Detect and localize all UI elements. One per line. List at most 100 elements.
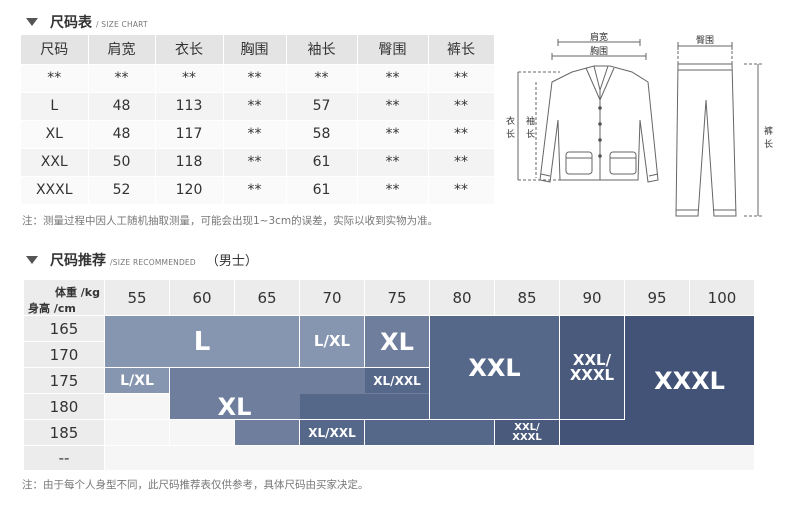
weight-header: 70 — [300, 280, 364, 315]
table-cell: 120 — [155, 176, 224, 205]
zone-xl-xxl-small-label: XL/XXL — [373, 373, 421, 388]
table-row: XXXL 52 120 ** 61 ** ** — [21, 176, 495, 205]
height-header: 180 — [24, 394, 104, 419]
table-cell: ** — [428, 120, 495, 149]
height-header: 170 — [24, 342, 104, 367]
table-cell: 118 — [155, 148, 224, 177]
size-chart-table: 尺码 肩宽 衣长 胸围 袖长 臀围 裤长 ** ** ** ** ** ** *… — [21, 35, 495, 205]
table-cell: ** — [223, 176, 287, 205]
zone-l-xl-top-label: L/XL — [313, 332, 351, 350]
zone-l: L — [105, 316, 299, 367]
zone-xxl-xxxl-bottom-label-1: XXL/ — [514, 421, 540, 433]
size-recommend-grid: 体重 /kg 身高 /cm 55 60 65 70 75 80 85 90 95… — [24, 280, 754, 470]
table-cell: 48 — [88, 92, 156, 121]
diagram-label-pants-1: 裤 — [764, 125, 773, 137]
table-cell: ** — [428, 92, 495, 121]
zone-xxl-fill — [300, 394, 429, 419]
zone-xl-xxl-bottom: XL/XXL — [300, 420, 364, 445]
diagram-label-length-1: 衣 — [506, 115, 515, 127]
size-recommend-subtitle: /SIZE RECOMMENDED — [110, 258, 196, 267]
triangle-down-icon — [26, 18, 38, 26]
zone-xxl-xxxl-bottom-label-2: XXXL — [512, 431, 542, 443]
header-cell: 肩宽 — [88, 35, 156, 65]
zone-xxl-xxxl-top-label-1: XXL/ — [572, 350, 612, 369]
table-cell: 61 — [286, 176, 358, 205]
table-cell: ** — [357, 64, 429, 93]
weight-header: 60 — [170, 280, 234, 315]
zone-xxl-fill-b — [365, 420, 494, 445]
table-cell: ** — [223, 148, 287, 177]
header-cell: 裤长 — [428, 35, 495, 65]
weight-header: 95 — [625, 280, 689, 315]
header-cell: 胸围 — [223, 35, 287, 65]
table-row: L 48 113 ** 57 ** ** — [21, 92, 495, 121]
table-row: XL 48 117 ** 58 ** ** — [21, 120, 495, 149]
empty-cell — [105, 420, 169, 445]
table-row: ** ** ** ** ** ** ** — [21, 64, 495, 93]
table-cell: ** — [223, 120, 287, 149]
table-cell: ** — [357, 148, 429, 177]
table-cell: 50 — [88, 148, 156, 177]
height-header: 185 — [24, 420, 104, 445]
height-header: -- — [24, 446, 104, 470]
weight-header: 100 — [690, 280, 754, 315]
size-chart-note: 注：测量过程中因人工随机抽取测量，可能会出现1~3cm的误差，实际以收到实物为准… — [22, 215, 439, 227]
table-cell: 113 — [155, 92, 224, 121]
zone-xxl-xxxl-top-label-2: XXXL — [569, 365, 615, 384]
table-cell: ** — [155, 64, 224, 93]
weight-header: 85 — [495, 280, 559, 315]
table-cell: 48 — [88, 120, 156, 149]
weight-header: 55 — [105, 280, 169, 315]
table-cell: 61 — [286, 148, 358, 177]
table-cell: ** — [428, 176, 495, 205]
size-recommend-note: 注：由于每个人身型不同，此尺码推荐表仅供参考，具体尺码由买家决定。 — [22, 479, 369, 491]
grid-corner: 体重 /kg 身高 /cm — [24, 280, 104, 315]
table-cell: ** — [286, 64, 358, 93]
zone-xxxl-main: XXXL — [625, 316, 754, 445]
triangle-down-icon — [26, 256, 38, 264]
table-cell: ** — [428, 148, 495, 177]
diagram-label-pants-2: 长 — [764, 138, 773, 150]
table-cell: ** — [88, 64, 156, 93]
zone-xl-xxl-bottom-label: XL/XXL — [308, 425, 356, 440]
diagram-label-length-2: 长 — [506, 128, 515, 140]
zone-xl-mid-b — [235, 420, 299, 445]
table-cell: XXXL — [21, 176, 89, 205]
garment-diagram: 肩宽 胸围 衣 长 袖 长 臀围 裤 长 — [506, 31, 773, 217]
zone-xl-label-wrap: XL — [170, 368, 299, 445]
table-cell: 52 — [88, 176, 156, 205]
zone-xl-xxl-small: XL/XXL — [365, 368, 429, 393]
zone-l-xl-mid-label: L/XL — [120, 372, 154, 389]
table-cell: ** — [357, 120, 429, 149]
table-cell: XXL — [21, 148, 89, 177]
diagram-label-hip: 臀围 — [696, 35, 714, 46]
table-cell: ** — [428, 64, 495, 93]
weight-header: 90 — [560, 280, 624, 315]
height-header: 165 — [24, 316, 104, 341]
table-cell: 117 — [155, 120, 224, 149]
table-cell: ** — [223, 64, 287, 93]
size-chart-subtitle: / SIZE CHART — [96, 20, 148, 29]
table-cell: ** — [21, 64, 89, 93]
weight-header: 65 — [235, 280, 299, 315]
diagram-label-chest: 胸围 — [590, 45, 608, 57]
header-cell: 袖长 — [286, 35, 358, 65]
height-header: 175 — [24, 368, 104, 393]
zone-xl-mid-label: XL — [217, 392, 252, 421]
zone-xxl-xxxl-top: XXL/ XXXL — [560, 316, 624, 419]
size-chart-title: 尺码表 — [50, 15, 92, 31]
diagram-label-sleeve-1: 袖 — [526, 115, 535, 127]
zone-l-xl-mid: L/XL — [105, 368, 169, 393]
empty-cell — [170, 420, 234, 445]
height-axis-label: 身高 /cm — [28, 302, 76, 315]
table-cell: 57 — [286, 92, 358, 121]
zone-l-label: L — [193, 326, 211, 357]
zone-xl-top-label: XL — [380, 327, 414, 356]
zone-xxl-xxxl-bottom: XXL/ XXXL — [495, 420, 559, 445]
table-row: XXL 50 118 ** 61 ** ** — [21, 148, 495, 177]
header-cell: 尺码 — [21, 35, 89, 65]
empty-cell — [105, 394, 169, 419]
size-recommend-gender: （男士） — [205, 254, 258, 269]
table-cell: ** — [357, 92, 429, 121]
table-cell: XL — [21, 120, 89, 149]
